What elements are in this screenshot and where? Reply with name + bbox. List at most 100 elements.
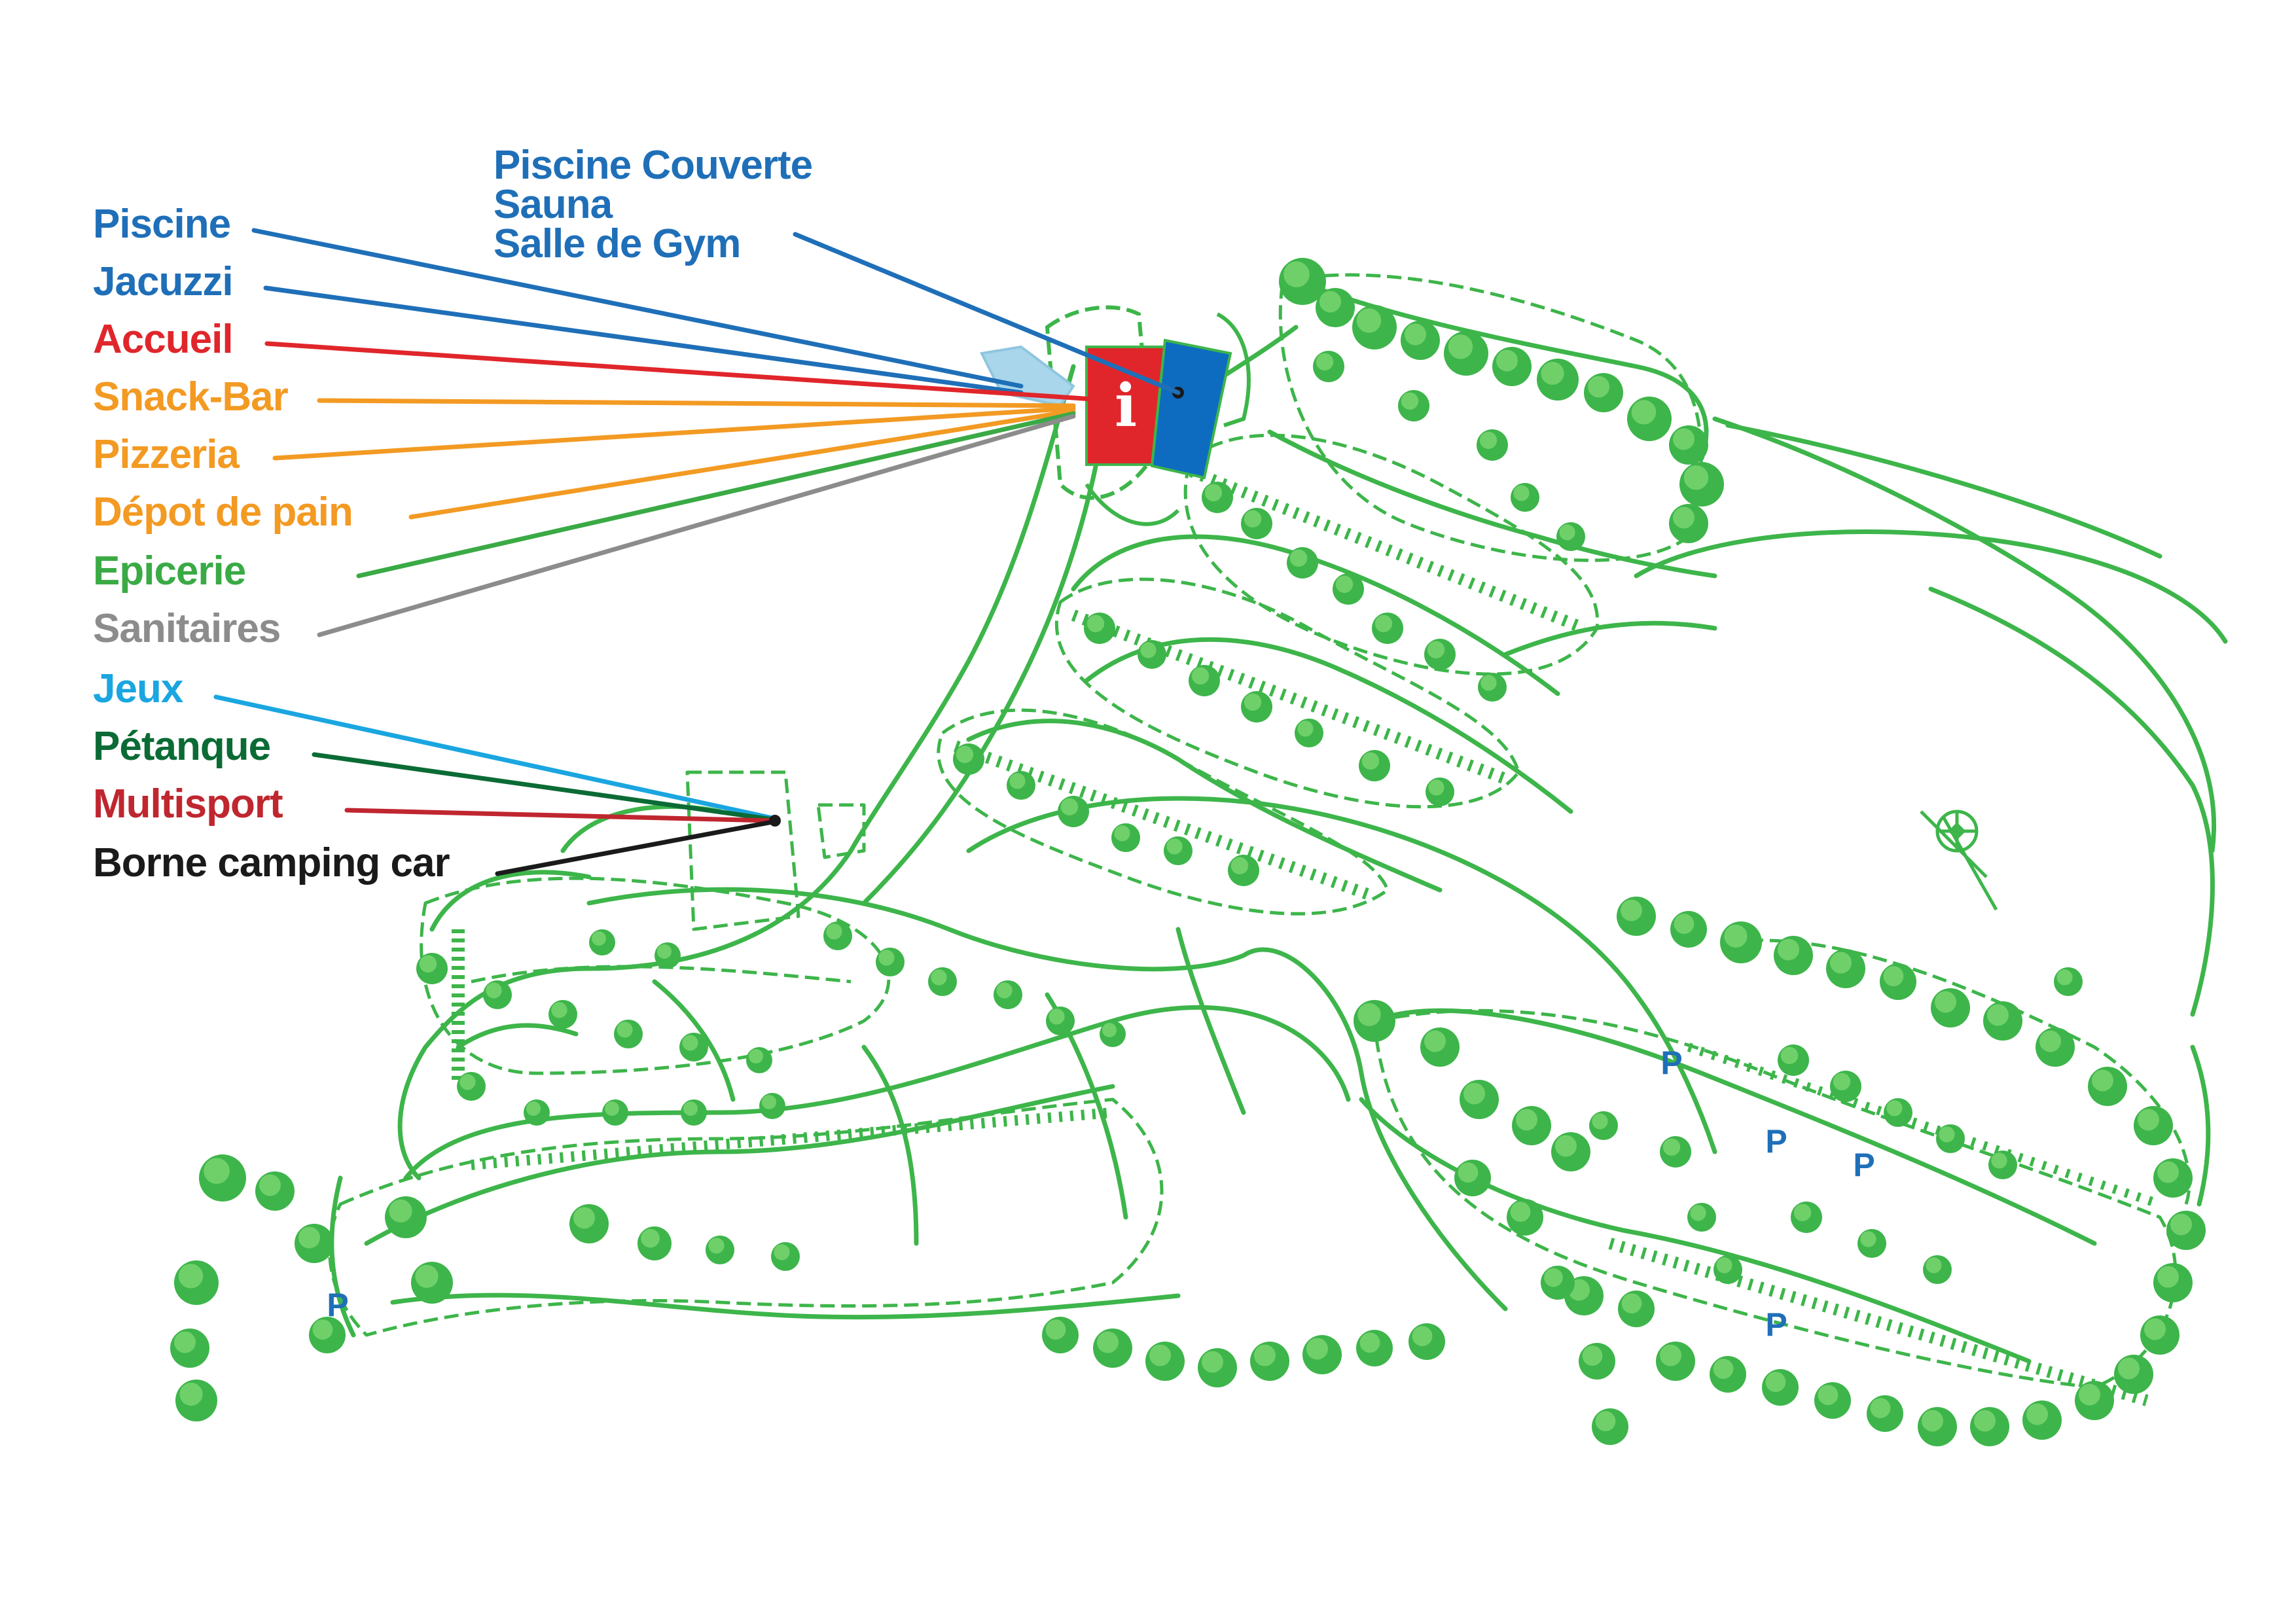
tree-highlight bbox=[1513, 485, 1530, 501]
tree-highlight bbox=[2170, 1213, 2192, 1236]
info-icon: i bbox=[1115, 371, 1138, 440]
tree-highlight bbox=[1541, 361, 1564, 385]
tree-highlight bbox=[1401, 392, 1419, 410]
label-jacuzzi: Jacuzzi bbox=[93, 259, 234, 304]
tree-highlight bbox=[1356, 308, 1382, 333]
label-pizzeria: Pizzeria bbox=[93, 432, 240, 477]
tree-highlight bbox=[1974, 1410, 1996, 1432]
tree-highlight bbox=[1926, 1257, 1942, 1274]
tree-highlight bbox=[617, 1022, 633, 1038]
tree-highlight bbox=[1049, 1008, 1065, 1025]
tree-highlight bbox=[1244, 693, 1262, 711]
label-jeux: Jeux bbox=[93, 666, 183, 711]
parking-icon: P bbox=[1660, 1044, 1683, 1081]
tree-highlight bbox=[1621, 1293, 1642, 1313]
tree-highlight bbox=[486, 982, 502, 999]
tree-highlight bbox=[1987, 1004, 2009, 1026]
tree-highlight bbox=[1833, 1073, 1851, 1091]
label-snack-bar: Snack-Bar bbox=[93, 374, 289, 419]
line-sanitaires bbox=[317, 414, 1076, 637]
tree-highlight bbox=[551, 1002, 567, 1018]
tree-highlight bbox=[1244, 510, 1262, 527]
tree-highlight bbox=[1818, 1385, 1839, 1406]
tree-highlight bbox=[1544, 1268, 1563, 1287]
tree-highlight bbox=[1149, 1344, 1171, 1366]
tree-highlight bbox=[1412, 1326, 1433, 1346]
tree-highlight bbox=[708, 1238, 725, 1254]
tree-highlight bbox=[1582, 1346, 1603, 1366]
tree-highlight bbox=[1713, 1359, 1734, 1380]
tree-highlight bbox=[2144, 1318, 2166, 1340]
tree-highlight bbox=[1102, 1023, 1117, 1037]
tree-highlight bbox=[2157, 1266, 2179, 1288]
tree-highlight bbox=[1427, 641, 1445, 658]
parking-icon: P bbox=[1853, 1147, 1875, 1183]
tree-highlight bbox=[1448, 334, 1473, 359]
tree-highlight bbox=[1673, 507, 1695, 529]
tree-highlight bbox=[1060, 798, 1079, 816]
tree-highlight bbox=[312, 1319, 333, 1340]
line-jeux bbox=[213, 694, 775, 821]
tree-highlight bbox=[1166, 838, 1183, 855]
tree-highlight bbox=[1555, 1135, 1577, 1157]
tree-highlight bbox=[2118, 1357, 2140, 1380]
tree-highlight bbox=[1592, 1113, 1608, 1130]
reception-complex bbox=[980, 305, 1251, 526]
tree-highlight bbox=[996, 982, 1013, 999]
tree-highlight bbox=[1297, 721, 1314, 737]
tree-highlight bbox=[1935, 991, 1956, 1013]
tree-highlight bbox=[1922, 1410, 1943, 1432]
line-depot-pain bbox=[408, 408, 1076, 520]
tree-highlight bbox=[1860, 1231, 1876, 1247]
label-indoor-pool-3: Salle de Gym bbox=[493, 221, 741, 266]
tree-highlight bbox=[749, 1049, 763, 1063]
tree-highlight bbox=[592, 931, 606, 946]
label-piscine: Piscine bbox=[93, 202, 231, 247]
tree-highlight bbox=[1045, 1319, 1066, 1340]
tree-highlight bbox=[1009, 773, 1026, 789]
curb-hatching bbox=[452, 465, 2162, 1406]
tree-highlight bbox=[1480, 675, 1497, 691]
tree-highlight bbox=[826, 923, 842, 940]
line-epicerie bbox=[356, 411, 1076, 579]
tree-highlight bbox=[1559, 524, 1575, 541]
tree-highlight bbox=[2039, 1030, 2061, 1052]
tree-highlight bbox=[1458, 1162, 1479, 1183]
line-snack-bar bbox=[317, 398, 1076, 408]
tree-highlight bbox=[657, 944, 672, 959]
tree-highlight bbox=[1662, 1138, 1681, 1156]
label-sanitaires: Sanitaires bbox=[93, 606, 281, 651]
tree-highlight bbox=[1405, 323, 1426, 346]
tree-highlight bbox=[1140, 642, 1157, 658]
parking-icon: P bbox=[1765, 1123, 1787, 1160]
tree-highlight bbox=[1319, 291, 1341, 313]
tree-highlight bbox=[1283, 261, 1310, 288]
tree-highlight bbox=[1114, 825, 1130, 842]
tree-highlight bbox=[1254, 1344, 1276, 1366]
tree-highlight bbox=[605, 1101, 619, 1116]
tree-icons bbox=[170, 258, 2206, 1446]
tree-highlight bbox=[1359, 1332, 1380, 1353]
compass-rose-icon bbox=[1920, 810, 1998, 911]
tree-highlight bbox=[259, 1174, 281, 1196]
tree-highlight bbox=[1204, 484, 1223, 501]
tree-highlight bbox=[1778, 938, 1799, 961]
pitch-outlines bbox=[328, 273, 2191, 1389]
tree-highlight bbox=[1289, 549, 1308, 567]
tree-highlight bbox=[762, 1095, 776, 1109]
label-petanque: Pétanque bbox=[93, 724, 271, 769]
tree-highlight bbox=[1716, 1257, 1732, 1274]
tree-highlight bbox=[1097, 1331, 1119, 1353]
tree-highlight bbox=[683, 1101, 698, 1116]
tree-highlight bbox=[179, 1382, 203, 1406]
tree-highlight bbox=[2157, 1161, 2179, 1183]
tree-highlight bbox=[1939, 1126, 1955, 1143]
parking-icon: P bbox=[1765, 1306, 1787, 1343]
tree-highlight bbox=[1202, 1351, 1223, 1373]
tree-highlight bbox=[1724, 924, 1748, 948]
tree-highlight bbox=[1883, 966, 1904, 986]
tree-highlight bbox=[526, 1101, 541, 1116]
tree-highlight bbox=[1673, 428, 1695, 450]
tree-highlight bbox=[1674, 914, 1695, 934]
line-indoor-pool bbox=[793, 232, 1181, 395]
